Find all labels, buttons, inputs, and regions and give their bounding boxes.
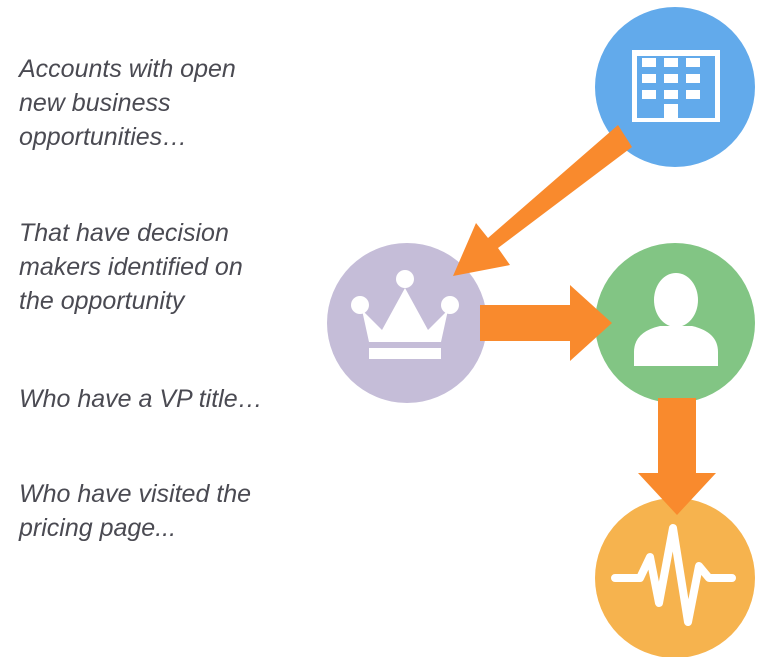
caption-vp-title: Who have a VP title… <box>19 385 263 413</box>
arrow-account-to-decision-maker <box>453 125 632 276</box>
caption-decision-makers: That have decision makers identified on … <box>19 219 243 315</box>
caption-accounts: Accounts with open new business opportun… <box>19 55 236 151</box>
arrow-decision-maker-to-vp <box>480 285 612 361</box>
crown-icon <box>351 270 459 359</box>
pricing-visit-node <box>595 498 755 657</box>
person-icon <box>634 273 718 366</box>
arrow-vp-to-pricing <box>638 398 716 515</box>
pulse-icon <box>611 524 736 626</box>
building-icon <box>632 50 720 122</box>
caption-pricing-page: Who have visited the pricing page... <box>19 480 252 542</box>
